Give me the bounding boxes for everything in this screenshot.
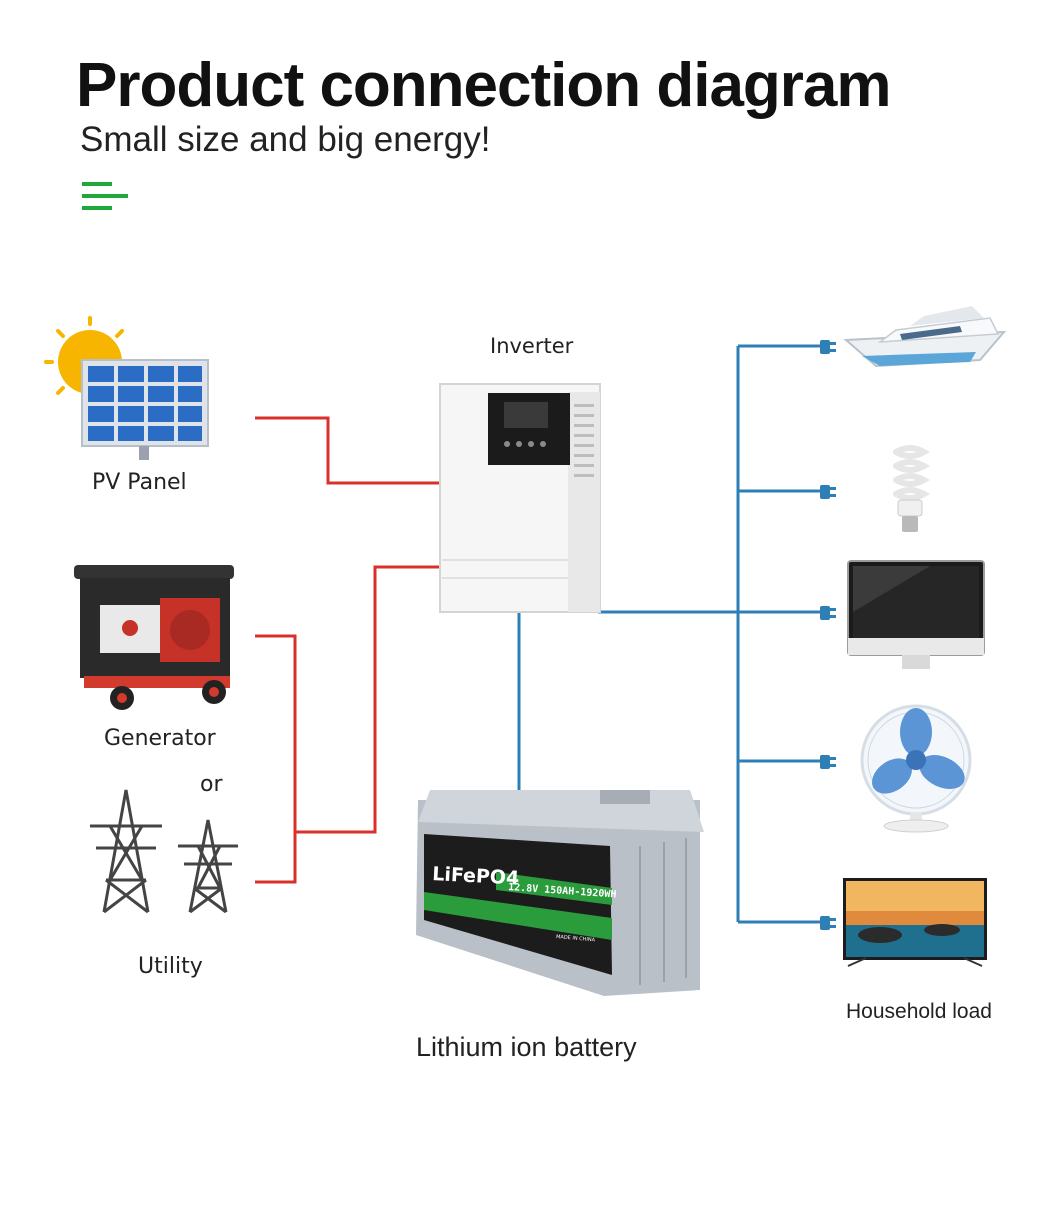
battery-origin-text: MADE IN CHINA <box>556 934 596 943</box>
page-subtitle: Small size and big energy! <box>80 120 491 159</box>
pv-wire <box>255 416 442 485</box>
pv-panel-label: PV Panel <box>92 470 187 495</box>
solar-panel-icon <box>44 316 209 460</box>
plug-icon <box>820 755 836 769</box>
generator-label: Generator <box>104 726 216 751</box>
page-title: Product connection diagram <box>76 51 892 120</box>
inverter-icon <box>439 383 601 613</box>
plug-icon <box>820 485 836 499</box>
plug-icon <box>820 340 836 354</box>
power-tower-icon <box>90 789 162 914</box>
power-tower-icon <box>178 819 238 914</box>
utility-label: Utility <box>138 954 203 979</box>
battery-label: Lithium ion battery <box>416 1032 637 1062</box>
generator-wire <box>255 634 297 884</box>
light-bulb-icon <box>893 445 931 532</box>
yacht-icon <box>843 306 1007 368</box>
household-load-label: Household load <box>846 1000 992 1023</box>
menu-accent-icon <box>82 182 130 210</box>
plug-icon <box>820 606 836 620</box>
load-wires <box>517 344 820 924</box>
plug-icons <box>820 340 836 930</box>
merge-wire <box>295 565 442 834</box>
television-icon <box>843 878 987 967</box>
inverter-label: Inverter <box>490 334 574 358</box>
source-wires <box>255 416 442 884</box>
monitor-icon <box>847 560 985 669</box>
or-label: or <box>200 772 223 797</box>
desk-fan-icon <box>860 704 972 833</box>
battery-icon: LiFePO4 12.8V 150AH-1920WH MADE IN CHINA <box>416 790 704 996</box>
generator-icon <box>74 565 234 710</box>
battery-brand-text: LiFePO4 <box>432 863 520 890</box>
plug-icon <box>820 916 836 930</box>
